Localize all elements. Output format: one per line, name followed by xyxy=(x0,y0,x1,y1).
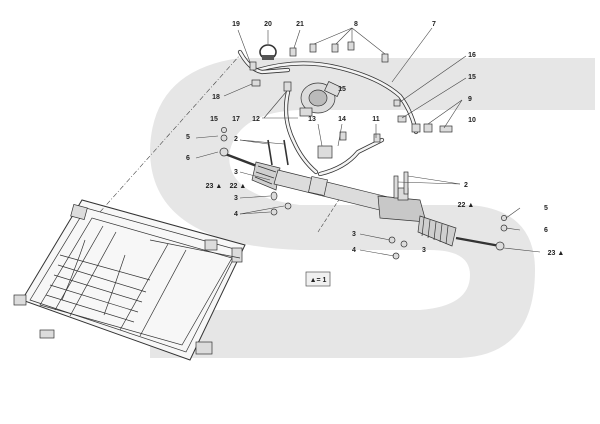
part-label: 14 xyxy=(338,116,346,123)
part-label: 20 xyxy=(264,21,272,28)
clamp-part xyxy=(259,44,277,60)
part-label: 6 xyxy=(186,155,190,162)
part-label: 5 xyxy=(186,134,190,141)
part-label: 19 xyxy=(232,21,240,28)
return-hose xyxy=(283,89,385,177)
part-label: 2 xyxy=(464,182,468,189)
part-label: 15 xyxy=(338,86,346,93)
part-label: 8 xyxy=(354,21,358,28)
part-label: 3 xyxy=(234,169,238,176)
part-label: 3 xyxy=(352,231,356,238)
part-label: 11 xyxy=(372,116,380,123)
part-label: 5 xyxy=(544,205,548,212)
part-label: 7 xyxy=(432,21,436,28)
part-label: 23 ▲ xyxy=(548,250,565,257)
part-label: 18 xyxy=(212,94,220,101)
fittings xyxy=(249,41,453,159)
part-label: 10 xyxy=(468,117,476,124)
part-label: 17 xyxy=(232,116,240,123)
legend-box: ▲= 1 xyxy=(305,271,331,287)
part-label: 15 xyxy=(468,74,476,81)
part-label: 4 xyxy=(352,247,356,254)
part-label: 6 xyxy=(544,227,548,234)
part-labels: 19 20 21 8 7 16 15 9 10 18 15 17 12 13 1… xyxy=(186,21,564,257)
power-steering-pump xyxy=(299,81,342,117)
part-label: 3 xyxy=(234,195,238,202)
rack-leader xyxy=(317,197,341,233)
part-label: 22 ▲ xyxy=(230,183,247,190)
steering-rack xyxy=(251,161,508,260)
legend-text: ▲= 1 xyxy=(310,277,327,284)
part-label: 12 xyxy=(252,116,260,123)
part-label: 21 xyxy=(296,21,304,28)
part-label: 16 xyxy=(468,52,476,59)
leader-lines xyxy=(195,27,541,257)
pressure-pipe xyxy=(237,49,419,135)
part-label: 4 xyxy=(234,211,238,218)
part-label: 3 xyxy=(422,247,426,254)
part-label: 9 xyxy=(468,96,472,103)
part-label: 15 xyxy=(210,116,218,123)
part-label: 2 xyxy=(234,136,238,143)
radiator-assembly xyxy=(13,199,246,361)
part-label: 22 ▲ xyxy=(458,202,475,209)
part-label: 23 ▲ xyxy=(206,183,223,190)
part-label: 13 xyxy=(308,116,316,123)
